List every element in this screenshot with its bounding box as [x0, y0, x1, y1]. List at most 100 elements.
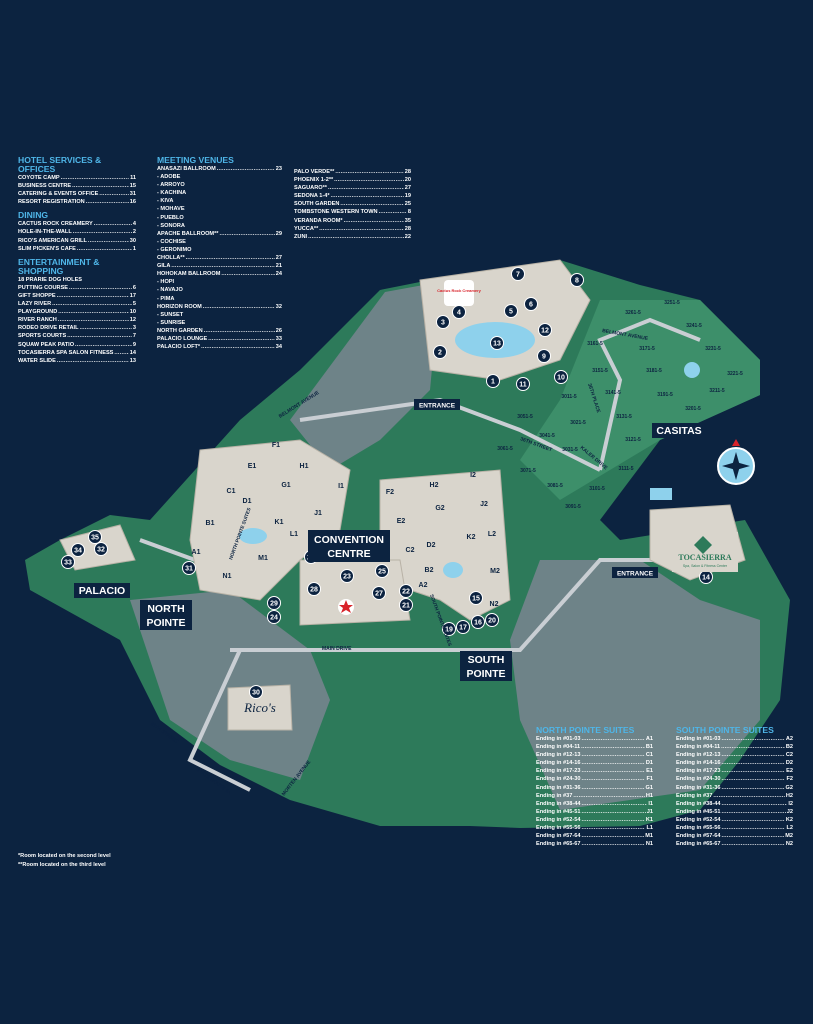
suite-item-value: C2 — [785, 752, 793, 759]
entertainment-item-value: 7 — [132, 333, 136, 340]
suite-item: Ending in #12-13C1 — [536, 751, 653, 759]
entertainment-item: GIFT SHOPPE17 — [18, 292, 136, 300]
suite-item: Ending in #45-51J1 — [536, 808, 653, 816]
venue-item: PALACIO LOUNGE33 — [157, 335, 282, 343]
map-marker-23: 23 — [340, 569, 354, 583]
leader-dots — [721, 784, 784, 792]
venue-item-label: SAGUARO** — [294, 185, 327, 192]
leader-dots — [73, 228, 132, 236]
marker-circle — [471, 615, 485, 629]
entertainment-item-label: RIVER RANCH — [18, 317, 57, 324]
marker-circle — [504, 304, 518, 318]
suite-item: Ending in #38-44I1 — [536, 800, 653, 808]
marker-circle — [485, 613, 499, 627]
casita-label: 3041-5 — [539, 433, 555, 439]
venue-item-value: 27 — [275, 255, 282, 262]
venue-item-value: 25 — [404, 201, 411, 208]
venue-item: - ADOBE — [157, 174, 181, 181]
suite-item: Ending in #01-03A1 — [536, 735, 653, 743]
entertainment-item: RIVER RANCH12 — [18, 316, 136, 324]
building-letter-H2: H2 — [430, 482, 439, 489]
leader-dots — [721, 751, 784, 759]
venue-item-value: 21 — [275, 263, 282, 270]
leader-dots — [581, 840, 644, 848]
suite-item: Ending in #14-16D1 — [536, 759, 653, 767]
marker-circle — [372, 586, 386, 600]
leader-dots — [61, 174, 129, 182]
marker-circle — [538, 323, 552, 337]
leader-dots — [340, 200, 403, 208]
entertainment-item-value: 13 — [129, 357, 136, 364]
suite-item-label: Ending in #24-30 — [536, 776, 581, 783]
marker-number: 34 — [74, 548, 82, 555]
suite-item-label: Ending in #55-56 — [676, 825, 721, 832]
marker-circle — [399, 584, 413, 598]
venue-item-value: 34 — [275, 344, 282, 351]
leader-dots — [114, 349, 128, 357]
leader-dots — [217, 165, 275, 173]
leader-dots — [52, 300, 132, 308]
suite-item: Ending in #55-56L2 — [676, 824, 793, 832]
venue-item-label: YUCCA** — [294, 225, 319, 232]
venue-item: - PIMA — [157, 295, 175, 302]
dining-item-value: 2 — [132, 229, 136, 236]
leader-dots — [721, 767, 785, 775]
marker-number: 25 — [378, 569, 386, 576]
suite-item: Ending in #04-11B2 — [676, 743, 793, 751]
marker-number: 16 — [474, 620, 482, 627]
area-label-south-pointe: POINTE — [466, 668, 505, 680]
marker-number: 12 — [541, 328, 549, 335]
casita-label: 3161-5 — [587, 341, 603, 347]
casita-label: 3121-5 — [625, 437, 641, 443]
casita-label: 3011-5 — [561, 394, 577, 400]
marker-circle — [490, 336, 504, 350]
building-letter-K2: K2 — [467, 534, 476, 541]
suite-item-label: Ending in #45-51 — [676, 808, 721, 815]
leader-dots — [99, 190, 128, 198]
marker-circle — [554, 370, 568, 384]
legend-left-column: HOTEL SERVICES & OFFICES COYOTE CAMP11BU… — [18, 156, 136, 370]
leader-dots — [221, 270, 274, 278]
suite-item-value: N2 — [785, 841, 793, 848]
suite-item-value: H1 — [645, 792, 653, 799]
entertainment-item-label: GIFT SHOPPE — [18, 292, 56, 299]
building-letter-F2: F2 — [386, 489, 394, 496]
hotel-service-item-label: COYOTE CAMP — [18, 175, 60, 181]
hotel-service-item: CATERING & EVENTS OFFICE31 — [18, 190, 136, 198]
leader-dots — [201, 343, 275, 351]
map-marker-17: 17 — [456, 620, 470, 634]
map-marker-9: 9 — [537, 349, 551, 363]
south-parking-gray — [510, 560, 760, 810]
suite-item-label: Ending in #52-54 — [536, 816, 581, 823]
entertainment-item-label: TOCASIERRA SPA SALON FITNESS — [18, 349, 114, 356]
venue-item: - SONORA — [157, 222, 185, 229]
suite-item-label: Ending in #57-64 — [536, 833, 581, 840]
venue-item: HORIZON ROOM32 — [157, 303, 282, 311]
building-letters: A1B1C1D1E1F1G1H1I1J1K1L1M1N1A2B2C2D2E2F2… — [192, 442, 500, 608]
venue-item: - NAVAJO — [157, 287, 183, 294]
leader-dots — [721, 832, 784, 840]
hotel-services-title: HOTEL SERVICES & OFFICES — [18, 155, 102, 174]
building-letter-L1: L1 — [290, 531, 298, 538]
suite-item-value: G1 — [645, 784, 653, 791]
marker-circle — [94, 542, 108, 556]
venue-item: - MOHAVE — [157, 206, 185, 213]
suite-item-value: C1 — [645, 752, 653, 759]
casita-label: 3051-5 — [517, 414, 533, 420]
entrance-label-south: ENTRANCE — [617, 571, 654, 578]
map-marker-24: 24 — [267, 610, 281, 624]
building-letter-E2: E2 — [397, 518, 406, 525]
marker-number: 20 — [488, 618, 496, 625]
suite-item-label: Ending in #17-23 — [536, 768, 581, 775]
venue-item-value: 27 — [404, 185, 411, 192]
marker-circle — [442, 622, 456, 636]
hotel-services-section: HOTEL SERVICES & OFFICES COYOTE CAMP11BU… — [18, 156, 136, 206]
entertainment-title: ENTERTAINMENT & SHOPPING — [18, 256, 100, 276]
venue-item-label: SOUTH GARDEN — [294, 201, 340, 208]
spa-name: TOCASIERRA — [678, 553, 731, 562]
marker-circle — [570, 273, 584, 287]
suite-item: Ending in #17-23E2 — [676, 767, 793, 775]
leader-dots — [581, 751, 644, 759]
leader-dots — [721, 824, 785, 832]
